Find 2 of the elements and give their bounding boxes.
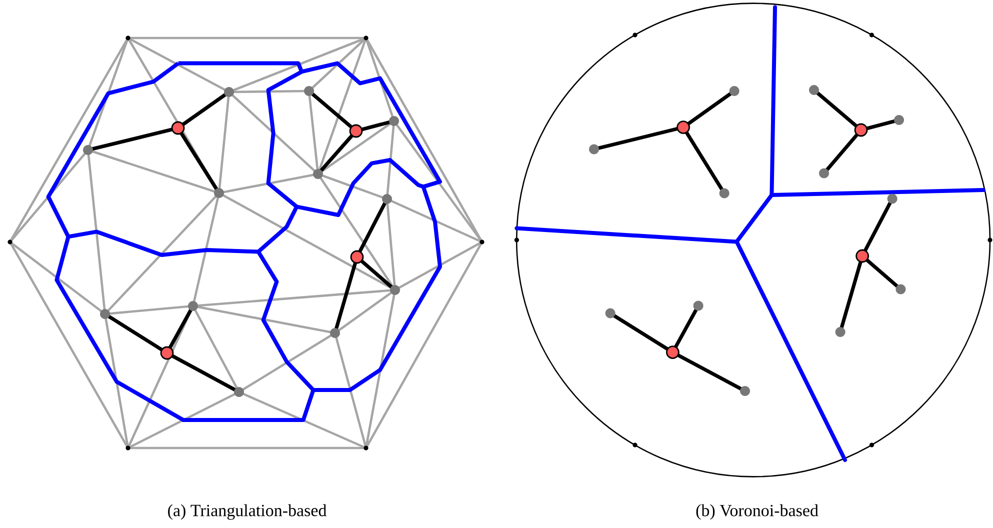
subfigure-caption: (a) Triangulation-based	[168, 504, 327, 520]
subfigure-caption: (b) Voronoi-based	[696, 504, 818, 520]
